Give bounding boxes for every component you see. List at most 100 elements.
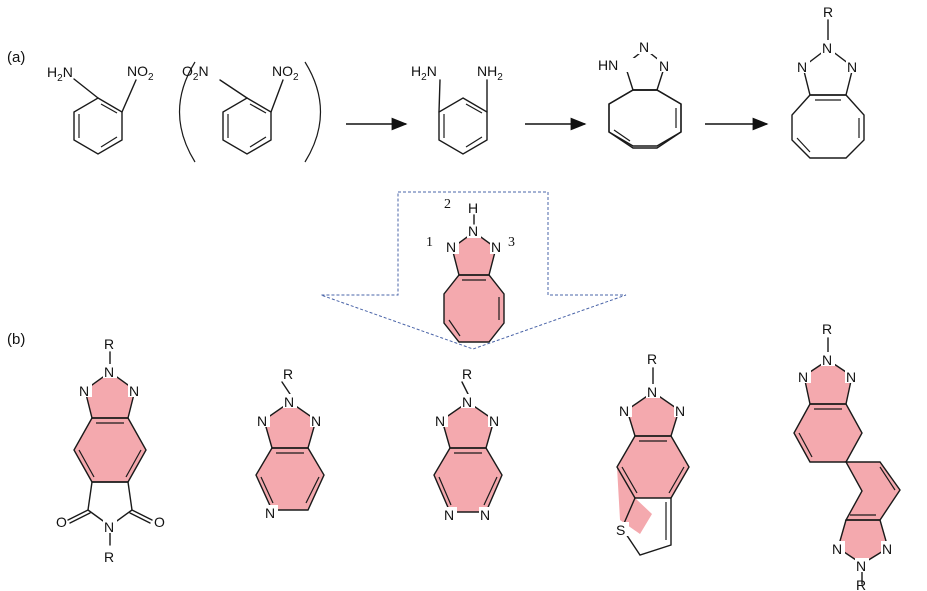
svg-text:H2N: H2N	[47, 64, 73, 84]
svg-text:N: N	[647, 384, 657, 400]
svg-text:N: N	[882, 541, 892, 557]
n-atom-label: N	[856, 558, 866, 574]
svg-text:N: N	[284, 394, 294, 410]
n3-atom-label: N	[491, 239, 501, 255]
svg-text:N: N	[639, 39, 649, 55]
svg-text:O: O	[56, 514, 67, 530]
svg-text:N: N	[832, 541, 842, 557]
n-atom-label: N	[257, 413, 267, 429]
n-atom-label: N	[462, 394, 472, 410]
n-atom-label: N	[675, 403, 685, 419]
svg-text:N: N	[489, 413, 499, 429]
r-substituent-label: R	[104, 549, 114, 565]
svg-text:N: N	[675, 403, 685, 419]
svg-text:N: N	[462, 394, 472, 410]
svg-text:N: N	[311, 413, 321, 429]
svg-text:R: R	[822, 321, 832, 337]
n-atom-label: N	[822, 40, 832, 56]
svg-text:N: N	[446, 239, 456, 255]
n-atom-label: N	[489, 413, 499, 429]
svg-text:R: R	[104, 336, 114, 352]
svg-text:R: R	[283, 366, 293, 382]
svg-text:N: N	[104, 519, 114, 535]
svg-text:O: O	[154, 514, 165, 530]
amino-group-label-right: NH2	[477, 63, 503, 83]
dinitrobenzene-structure: O2N NO2	[182, 63, 299, 155]
r-substituent-label: R	[856, 577, 866, 591]
nitro-group-label-right: NO2	[272, 63, 299, 83]
n-atom-label: N	[822, 352, 832, 368]
h-atom-label: H	[468, 200, 478, 216]
position-1-number: 1	[426, 235, 433, 250]
n-atom-label: N	[797, 59, 807, 75]
svg-text:R: R	[856, 577, 866, 591]
svg-text:N: N	[856, 558, 866, 574]
amino-group-label-left: H2N	[411, 63, 437, 83]
n-atom-label: N	[832, 541, 842, 557]
n-atom-label: N	[882, 541, 892, 557]
nitro-group-label: NO2	[127, 63, 154, 83]
panel-a-label: (a)	[7, 49, 25, 66]
position-3-number: 3	[508, 235, 515, 250]
n-atom-label: N	[104, 364, 114, 380]
callout-arrow-outline	[320, 191, 627, 350]
svg-text:R: R	[104, 549, 114, 565]
svg-text:N: N	[104, 364, 114, 380]
svg-text:N: N	[847, 59, 857, 75]
svg-text:R: R	[462, 366, 472, 382]
n-atom-label: N	[79, 383, 89, 399]
r-substituent-label: R	[822, 321, 832, 337]
triazole-phthalimide-structure: R N N N N O O R	[56, 336, 165, 565]
svg-text:NH2: NH2	[477, 63, 503, 83]
r-substituent-label: R	[462, 366, 472, 382]
svg-text:N: N	[619, 403, 629, 419]
triazolo-benzothiophene-structure: R N N N S	[615, 351, 690, 556]
phenylenediamine-structure: H2N NH2	[411, 63, 503, 155]
benzotriazole-intermediate-structure: HN N N	[598, 39, 682, 149]
n-atom-label: N	[284, 394, 294, 410]
r-substituent-label: R	[104, 336, 114, 352]
n-atom-label: N	[639, 39, 649, 55]
svg-text:N: N	[846, 369, 856, 385]
n-atom-label: N	[435, 413, 445, 429]
panel-a: (a) H2N NO2 O2N NO2	[7, 4, 865, 163]
svg-text:R: R	[647, 351, 657, 367]
panel-b-label: (b)	[7, 331, 25, 348]
svg-text:NO2: NO2	[127, 63, 154, 83]
svg-text:H2N: H2N	[411, 63, 437, 83]
svg-text:N: N	[797, 59, 807, 75]
svg-text:N: N	[257, 413, 267, 429]
n-atom-label: N	[846, 369, 856, 385]
svg-text:N: N	[129, 383, 139, 399]
pyridazine-n-atom-label: N	[480, 507, 490, 523]
benzotriazole-core-structure: H N N N 1 2 3	[426, 197, 515, 343]
open-parenthesis	[179, 61, 196, 163]
svg-text:N: N	[659, 58, 669, 74]
n-atom-label: N	[798, 369, 808, 385]
substituted-benzotriazole-structure: R N N N	[791, 4, 865, 159]
svg-text:N: N	[265, 505, 275, 521]
pyridine-n-atom-label: N	[265, 505, 275, 521]
n-atom-label: N	[311, 413, 321, 429]
amino-group-label: H2N	[47, 64, 73, 84]
pyridazine-n-atom-label: N	[444, 507, 454, 523]
nitroaniline-structure: H2N NO2	[47, 63, 154, 155]
svg-text:N: N	[468, 223, 478, 239]
svg-text:S: S	[616, 522, 625, 538]
triazolopyridazine-structure: R N N N N N	[433, 366, 503, 523]
bis-triazolonaphthalene-structure: R N N N N N N R	[793, 321, 901, 591]
svg-text:NO2: NO2	[272, 63, 299, 83]
n-atom-label: N	[659, 58, 669, 74]
svg-text:H: H	[468, 200, 478, 216]
svg-text:N: N	[79, 383, 89, 399]
o-atom-label: O	[154, 514, 165, 530]
r-substituent-label: R	[823, 4, 833, 20]
svg-text:N: N	[444, 507, 454, 523]
svg-text:N: N	[798, 369, 808, 385]
n-atom-label: N	[619, 403, 629, 419]
svg-text:N: N	[491, 239, 501, 255]
o-atom-label: O	[56, 514, 67, 530]
n2-atom-label: N	[468, 223, 478, 239]
svg-text:R: R	[823, 4, 833, 20]
